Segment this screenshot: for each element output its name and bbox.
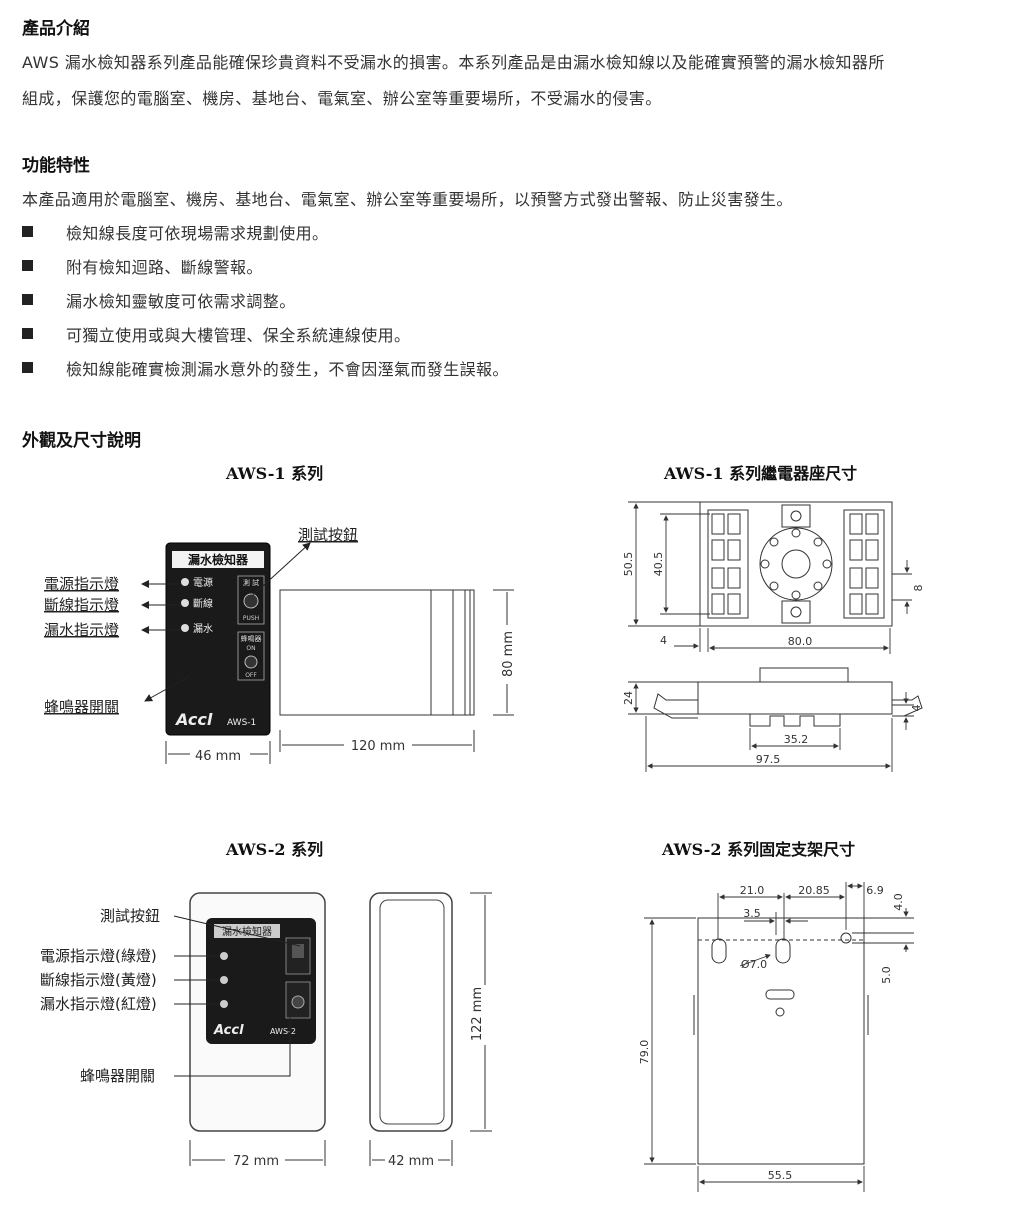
led-break-icon [220, 976, 228, 984]
features-heading: 功能特性 [22, 156, 90, 176]
features-lead: 本產品適用於電腦室、機房、基地台、電氣室、辦公室等重要場所，以預警方式發出警報、… [22, 190, 793, 209]
intro-line-2: 組成，保護您的電腦室、機房、基地台、電氣室、辦公室等重要場所，不受漏水的侵害。 [22, 89, 662, 108]
aws2-model: AWS-2 [270, 1027, 296, 1036]
bullet-icon [22, 328, 33, 339]
feature-item: 漏水檢知靈敏度可依需求調整。 [66, 292, 296, 311]
bracket-d40: 4.0 [892, 893, 905, 911]
aws1-label-power: 電源指示燈 [44, 575, 119, 593]
aws1-front-panel: 漏水檢知器 電源 斷線 漏水 測 試 PUSH 蜂鳴器 ON OFF Accl … [165, 542, 271, 736]
led-power-icon [181, 578, 189, 586]
led-break-icon [181, 599, 189, 607]
bullet-icon [22, 226, 33, 237]
aws1-height: 80 mm [501, 631, 516, 677]
intro-line-1: AWS 漏水檢知器系列產品能確保珍貴資料不受漏水的損害。本系列產品是由漏水檢知線… [22, 53, 885, 72]
aws1-on-text: ON [246, 645, 255, 652]
aws1-label-leak: 漏水指示燈 [44, 621, 119, 639]
aws1-test-text: 測 試 [243, 578, 259, 587]
aws2-label-test: 測試按鈕 [100, 907, 160, 925]
relay-d4b: 4 [910, 705, 923, 712]
aws2-label-break: 斷線指示燈(黃燈) [40, 971, 157, 989]
aws2-bracket-title: AWS-2 系列固定支架尺寸 [662, 840, 856, 859]
bracket-d50: 5.0 [880, 966, 893, 984]
relay-d352: 35.2 [784, 733, 809, 746]
aws2-title: AWS-2 系列 [226, 840, 324, 859]
led-leak-icon [220, 1000, 228, 1008]
led-leak-icon [181, 624, 189, 632]
relay-d405: 40.5 [652, 552, 665, 577]
dims-heading: 外觀及尺寸說明 [22, 431, 141, 451]
aws1-led-power: 電源 [193, 576, 213, 589]
relay-d24: 24 [622, 691, 635, 705]
aws2-front-panel: 漏水檢知器 Accl AWS-2 [189, 892, 326, 1132]
bracket-d35: 3.5 [743, 907, 761, 920]
bracket-d2085: 20.85 [798, 884, 830, 897]
aws1-push-text: PUSH [243, 615, 259, 622]
bullet-icon [22, 362, 33, 373]
aws1-device-title: 漏水檢知器 [188, 552, 249, 567]
feature-item: 可獨立使用或與大樓管理、保全系統連線使用。 [66, 326, 411, 345]
aws1-label-buzzer: 蜂鳴器開關 [44, 698, 119, 716]
aws1-off-text: OFF [245, 672, 257, 679]
aws2-label-leak: 漏水指示燈(紅燈) [40, 995, 157, 1013]
aws2-bracket [693, 917, 869, 1165]
aws2-label-power: 電源指示燈(綠燈) [40, 947, 157, 965]
bracket-d70: Ø7.0 [741, 958, 767, 971]
aws1-led-break: 斷線 [193, 597, 213, 610]
bracket-d210: 21.0 [740, 884, 765, 897]
bracket-d790: 79.0 [638, 1040, 651, 1065]
relay-d800: 80.0 [788, 635, 813, 648]
bracket-d555: 55.5 [768, 1169, 793, 1182]
bullet-icon [22, 260, 33, 271]
aws1-led-leak: 漏水 [193, 623, 213, 635]
relay-socket-side [653, 667, 923, 727]
intro-heading: 產品介紹 [22, 19, 90, 39]
aws2-device-title: 漏水檢知器 [222, 925, 272, 938]
aws1-brand: Accl [174, 710, 213, 729]
buzzer-switch-icon [244, 655, 258, 669]
aws1-buzzer-text: 蜂鳴器 [241, 634, 262, 643]
relay-d505: 50.5 [622, 552, 635, 577]
relay-socket-top [699, 501, 893, 627]
relay-d975: 97.5 [756, 753, 781, 766]
aws1-model: AWS-1 [227, 718, 256, 728]
aws1-title: AWS-1 系列 [226, 464, 324, 483]
feature-item: 檢知線長度可依現場需求規劃使用。 [66, 224, 329, 243]
buzzer-switch-icon [291, 995, 305, 1009]
led-power-icon [220, 952, 228, 960]
relay-d8: 8 [912, 585, 925, 592]
feature-item: 附有檢知迴路、斷線警報。 [66, 258, 263, 277]
aws2-brand: Accl [213, 1023, 244, 1038]
aws1-relay-title: AWS-1 系列繼電器座尺寸 [664, 464, 858, 483]
aws1-side-view [279, 589, 475, 716]
aws2-height: 122 mm [470, 987, 485, 1041]
aws1-label-break: 斷線指示燈 [44, 596, 119, 614]
feature-item: 檢知線能確實檢測漏水意外的發生，不會因溼氣而發生誤報。 [66, 360, 509, 379]
aws2-label-buzzer: 蜂鳴器開關 [80, 1067, 155, 1085]
test-button-icon [292, 944, 304, 958]
callout-test [251, 542, 311, 597]
aws2-depth: 42 mm [388, 1154, 434, 1169]
relay-d4a: 4 [660, 634, 667, 647]
bracket-d69: 6.9 [866, 884, 884, 897]
test-button-icon [243, 593, 259, 609]
bullet-icon [22, 294, 33, 305]
aws2-width: 72 mm [233, 1154, 279, 1169]
aws2-side-view [369, 892, 453, 1132]
aws1-label-test: 測試按鈕 [298, 526, 358, 544]
aws1-width: 46 mm [195, 749, 241, 764]
aws1-depth: 120 mm [351, 739, 405, 754]
